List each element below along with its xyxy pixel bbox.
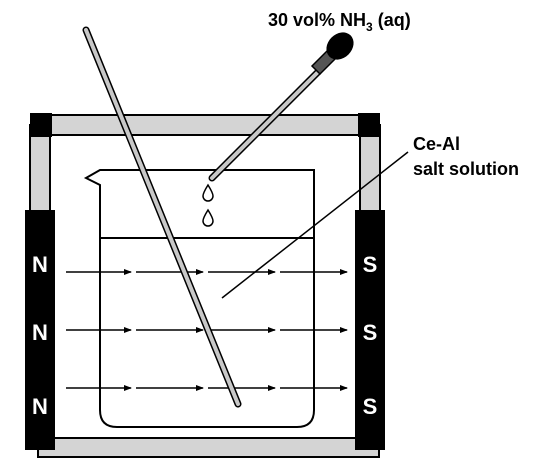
reagent-label-suffix: (aq) [373,10,411,30]
frame-corner-top-left [30,113,52,137]
solution-label-line1: Ce-Al [413,134,460,154]
beaker [83,169,315,428]
left-magnet-body [25,210,55,450]
left-pole-label: N [32,252,48,277]
dropper [208,32,354,182]
droplet [202,208,214,227]
droplets [202,183,214,227]
frame-top-bar [37,114,380,136]
magnetic-field-lines [66,269,348,391]
left-magnet: N N N [25,210,55,450]
dropper-tube-fill [210,70,320,180]
frame-left-post [29,124,51,216]
reagent-label-subscript: 3 [366,20,373,34]
support-frame [29,113,381,458]
stirring-rod-fill [84,28,240,406]
left-pole-label: N [32,394,48,419]
frame-bottom-bar [37,437,380,458]
right-magnet: S S S [355,210,385,450]
stirring-rod [82,26,242,408]
right-magnet-body [355,210,385,450]
dropper-bulb [326,32,354,60]
right-pole-label: S [363,252,378,277]
reagent-label-prefix: 30 vol% NH [268,10,366,30]
frame-right-post [359,124,381,216]
right-pole-label: S [363,320,378,345]
beaker-outline [83,169,315,428]
solution-label-line2: salt solution [413,159,519,179]
reagent-label: 30 vol% NH3 (aq) [268,10,411,34]
frame-corner-top-right [358,113,380,137]
solution-pointer-line [221,151,409,299]
left-pole-label: N [32,320,48,345]
right-pole-label: S [363,394,378,419]
droplet [202,183,214,202]
